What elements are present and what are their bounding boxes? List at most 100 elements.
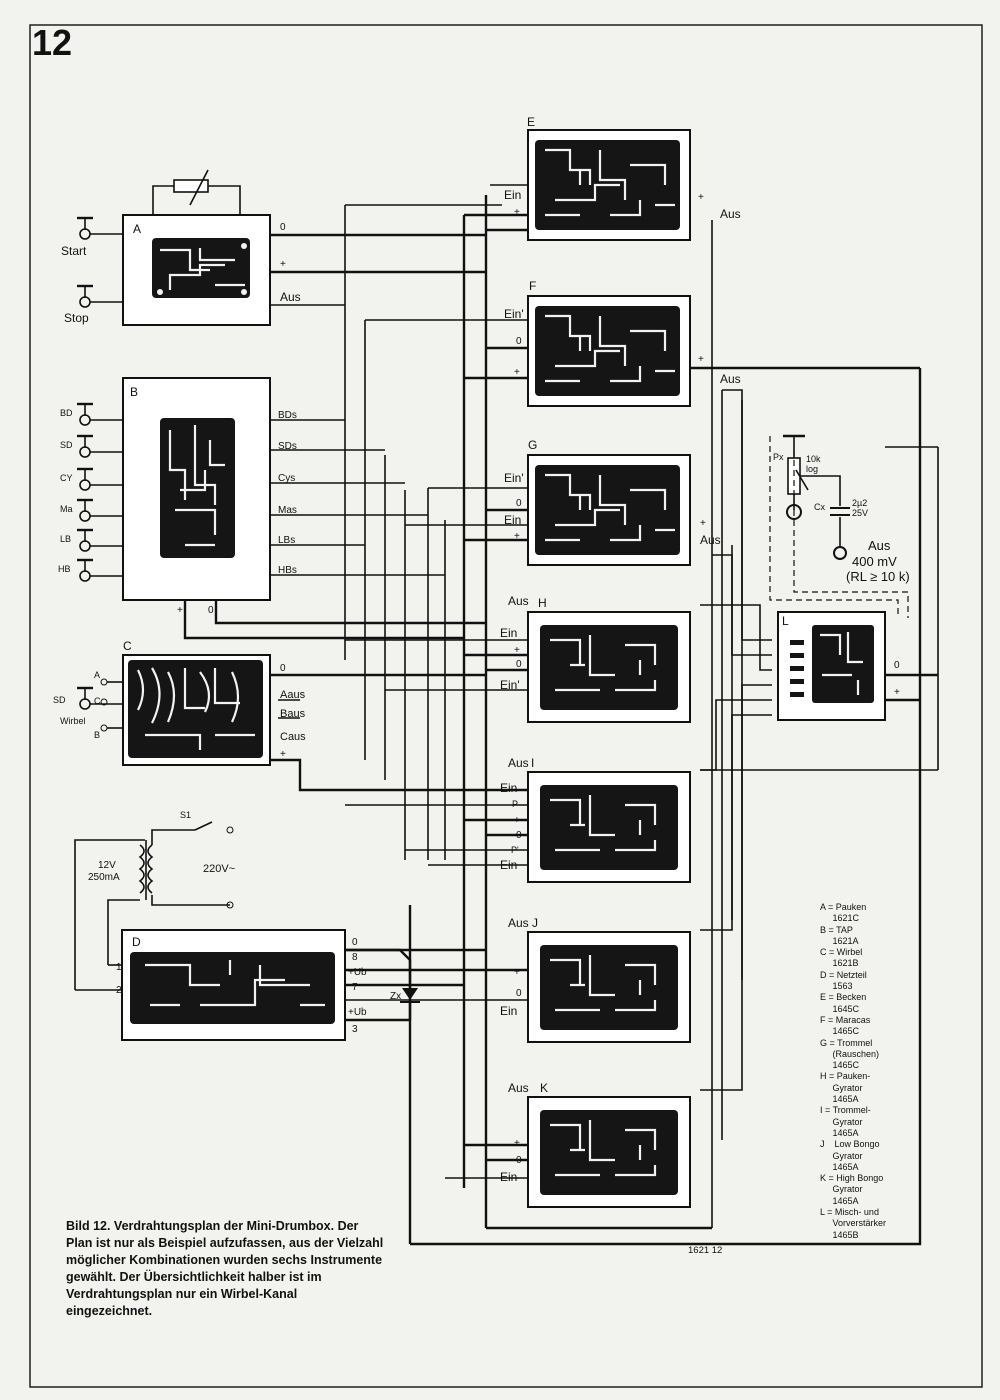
port-labels: 0 + Aus BDs SDs Cys Mas LBs HBs + 0 0 Aa… xyxy=(116,188,900,1184)
e-plus: + xyxy=(514,207,520,218)
module-G xyxy=(527,454,691,566)
g-plus: + xyxy=(514,531,520,542)
label-E: E xyxy=(527,115,535,129)
d-3: 3 xyxy=(352,1024,358,1035)
legend-item: G = Trommel (Rauschen) 1465C xyxy=(820,1037,880,1071)
label-J: J xyxy=(532,916,538,930)
label-D: D xyxy=(132,935,141,949)
legend-item: D = Netzteil 1563 xyxy=(820,969,867,992)
module-J xyxy=(527,931,691,1043)
module-B xyxy=(122,377,271,601)
a-plus: + xyxy=(280,259,286,270)
a-aus: Aus xyxy=(280,290,301,304)
label-lb: LB xyxy=(60,534,71,544)
module-K xyxy=(527,1096,691,1208)
module-D xyxy=(121,929,346,1041)
label-stop: Stop xyxy=(64,311,89,325)
out-level: 400 mV xyxy=(852,554,897,569)
figure-caption: Bild 12. Verdrahtungsplan der Mini-Drumb… xyxy=(66,1219,384,1318)
label-ma: Ma xyxy=(60,504,73,514)
b-plus: + xyxy=(177,605,183,616)
legend-item: I = Trommel- Gyrator 1465A xyxy=(820,1105,871,1138)
label-switch-c: C xyxy=(94,696,101,706)
label-hb: HB xyxy=(58,564,71,574)
c-plus: + xyxy=(280,749,286,760)
b-zero: 0 xyxy=(208,605,214,616)
output-stage xyxy=(769,434,909,618)
module-F xyxy=(527,295,691,407)
signal-wires xyxy=(183,184,938,1246)
j-ein: Ein xyxy=(500,1004,517,1018)
k-ein: Ein xyxy=(500,1170,517,1184)
legend-item: J Low Bongo Gyrator 1465A xyxy=(820,1139,880,1172)
a-zero: 0 xyxy=(280,222,286,233)
d-7: 7 xyxy=(352,982,358,993)
power-supply-wiring xyxy=(74,821,234,991)
label-C: C xyxy=(123,639,132,653)
c-b-aus: Baus xyxy=(280,708,306,720)
k-zero: 0 xyxy=(516,1155,522,1166)
legend-item: A = Pauken 1621C xyxy=(820,902,867,924)
d-2: 2 xyxy=(116,985,122,996)
module-A xyxy=(122,169,271,326)
label-sd-wirbel: SD xyxy=(53,695,66,705)
label-B: B xyxy=(130,385,138,399)
f-zero: 0 xyxy=(516,336,522,347)
module-L xyxy=(777,611,886,721)
h-ein2: Ein' xyxy=(500,678,520,692)
b-mas: Mas xyxy=(278,505,297,516)
k-plus: + xyxy=(514,1138,520,1149)
i-p-prime: P' xyxy=(511,845,519,855)
zener-diode xyxy=(345,948,420,1020)
module-labels: A B C D E F G H I J K L xyxy=(123,115,789,1095)
label-K: K xyxy=(540,1081,548,1095)
g-plus-out: + xyxy=(700,518,706,529)
d-ub2: +Ub xyxy=(348,1007,367,1018)
g-aus: Aus xyxy=(700,533,721,547)
g-ein: Ein' xyxy=(504,471,524,485)
page-frame xyxy=(29,24,983,1388)
i-zero: 0 xyxy=(516,830,522,841)
module-I xyxy=(527,771,691,883)
h-aus: Aus xyxy=(508,594,529,608)
e-plus-out: + xyxy=(698,192,704,203)
label-start: Start xyxy=(61,244,87,258)
mains-label: 220V~ xyxy=(203,863,235,875)
legend-item: F = Maracas 1465C xyxy=(820,1014,871,1037)
c-a-aus: Aaus xyxy=(280,689,306,701)
label-G: G xyxy=(528,438,537,452)
f-plus: + xyxy=(514,367,520,378)
legend-item: E = Becken 1645C xyxy=(820,992,867,1014)
j-plus: + xyxy=(514,967,520,978)
h-plus: + xyxy=(514,645,520,656)
switch-labels: Start Stop BD SD CY Ma LB HB SD Wirbel A… xyxy=(53,244,191,820)
j-aus: Aus xyxy=(508,916,529,930)
legend-item: C = Wirbel 1621B xyxy=(820,947,863,969)
c-c-aus: Caus xyxy=(280,731,306,743)
module-H xyxy=(527,611,691,723)
g-zero: 0 xyxy=(516,498,522,509)
b-cys: Cys xyxy=(278,473,295,484)
label-sd: SD xyxy=(60,440,73,450)
d-1: 1 xyxy=(116,962,122,973)
figure-number: 12 xyxy=(32,22,73,63)
label-bd: BD xyxy=(60,408,73,418)
j-zero: 0 xyxy=(516,988,522,999)
label-L: L xyxy=(782,614,789,628)
label-H: H xyxy=(538,596,547,610)
f-ein: Ein' xyxy=(504,307,524,321)
i-plus: + xyxy=(514,815,520,826)
label-switch-a: A xyxy=(94,670,100,680)
f-plus-out: + xyxy=(698,354,704,365)
e-aus: Aus xyxy=(720,207,741,221)
i-aus: Aus xyxy=(508,756,529,770)
pot-label: Px xyxy=(773,452,784,462)
label-s1: S1 xyxy=(180,810,191,820)
b-lbs: LBs xyxy=(278,535,295,546)
label-wirbel: Wirbel xyxy=(60,716,86,726)
pushbuttons xyxy=(77,216,123,732)
